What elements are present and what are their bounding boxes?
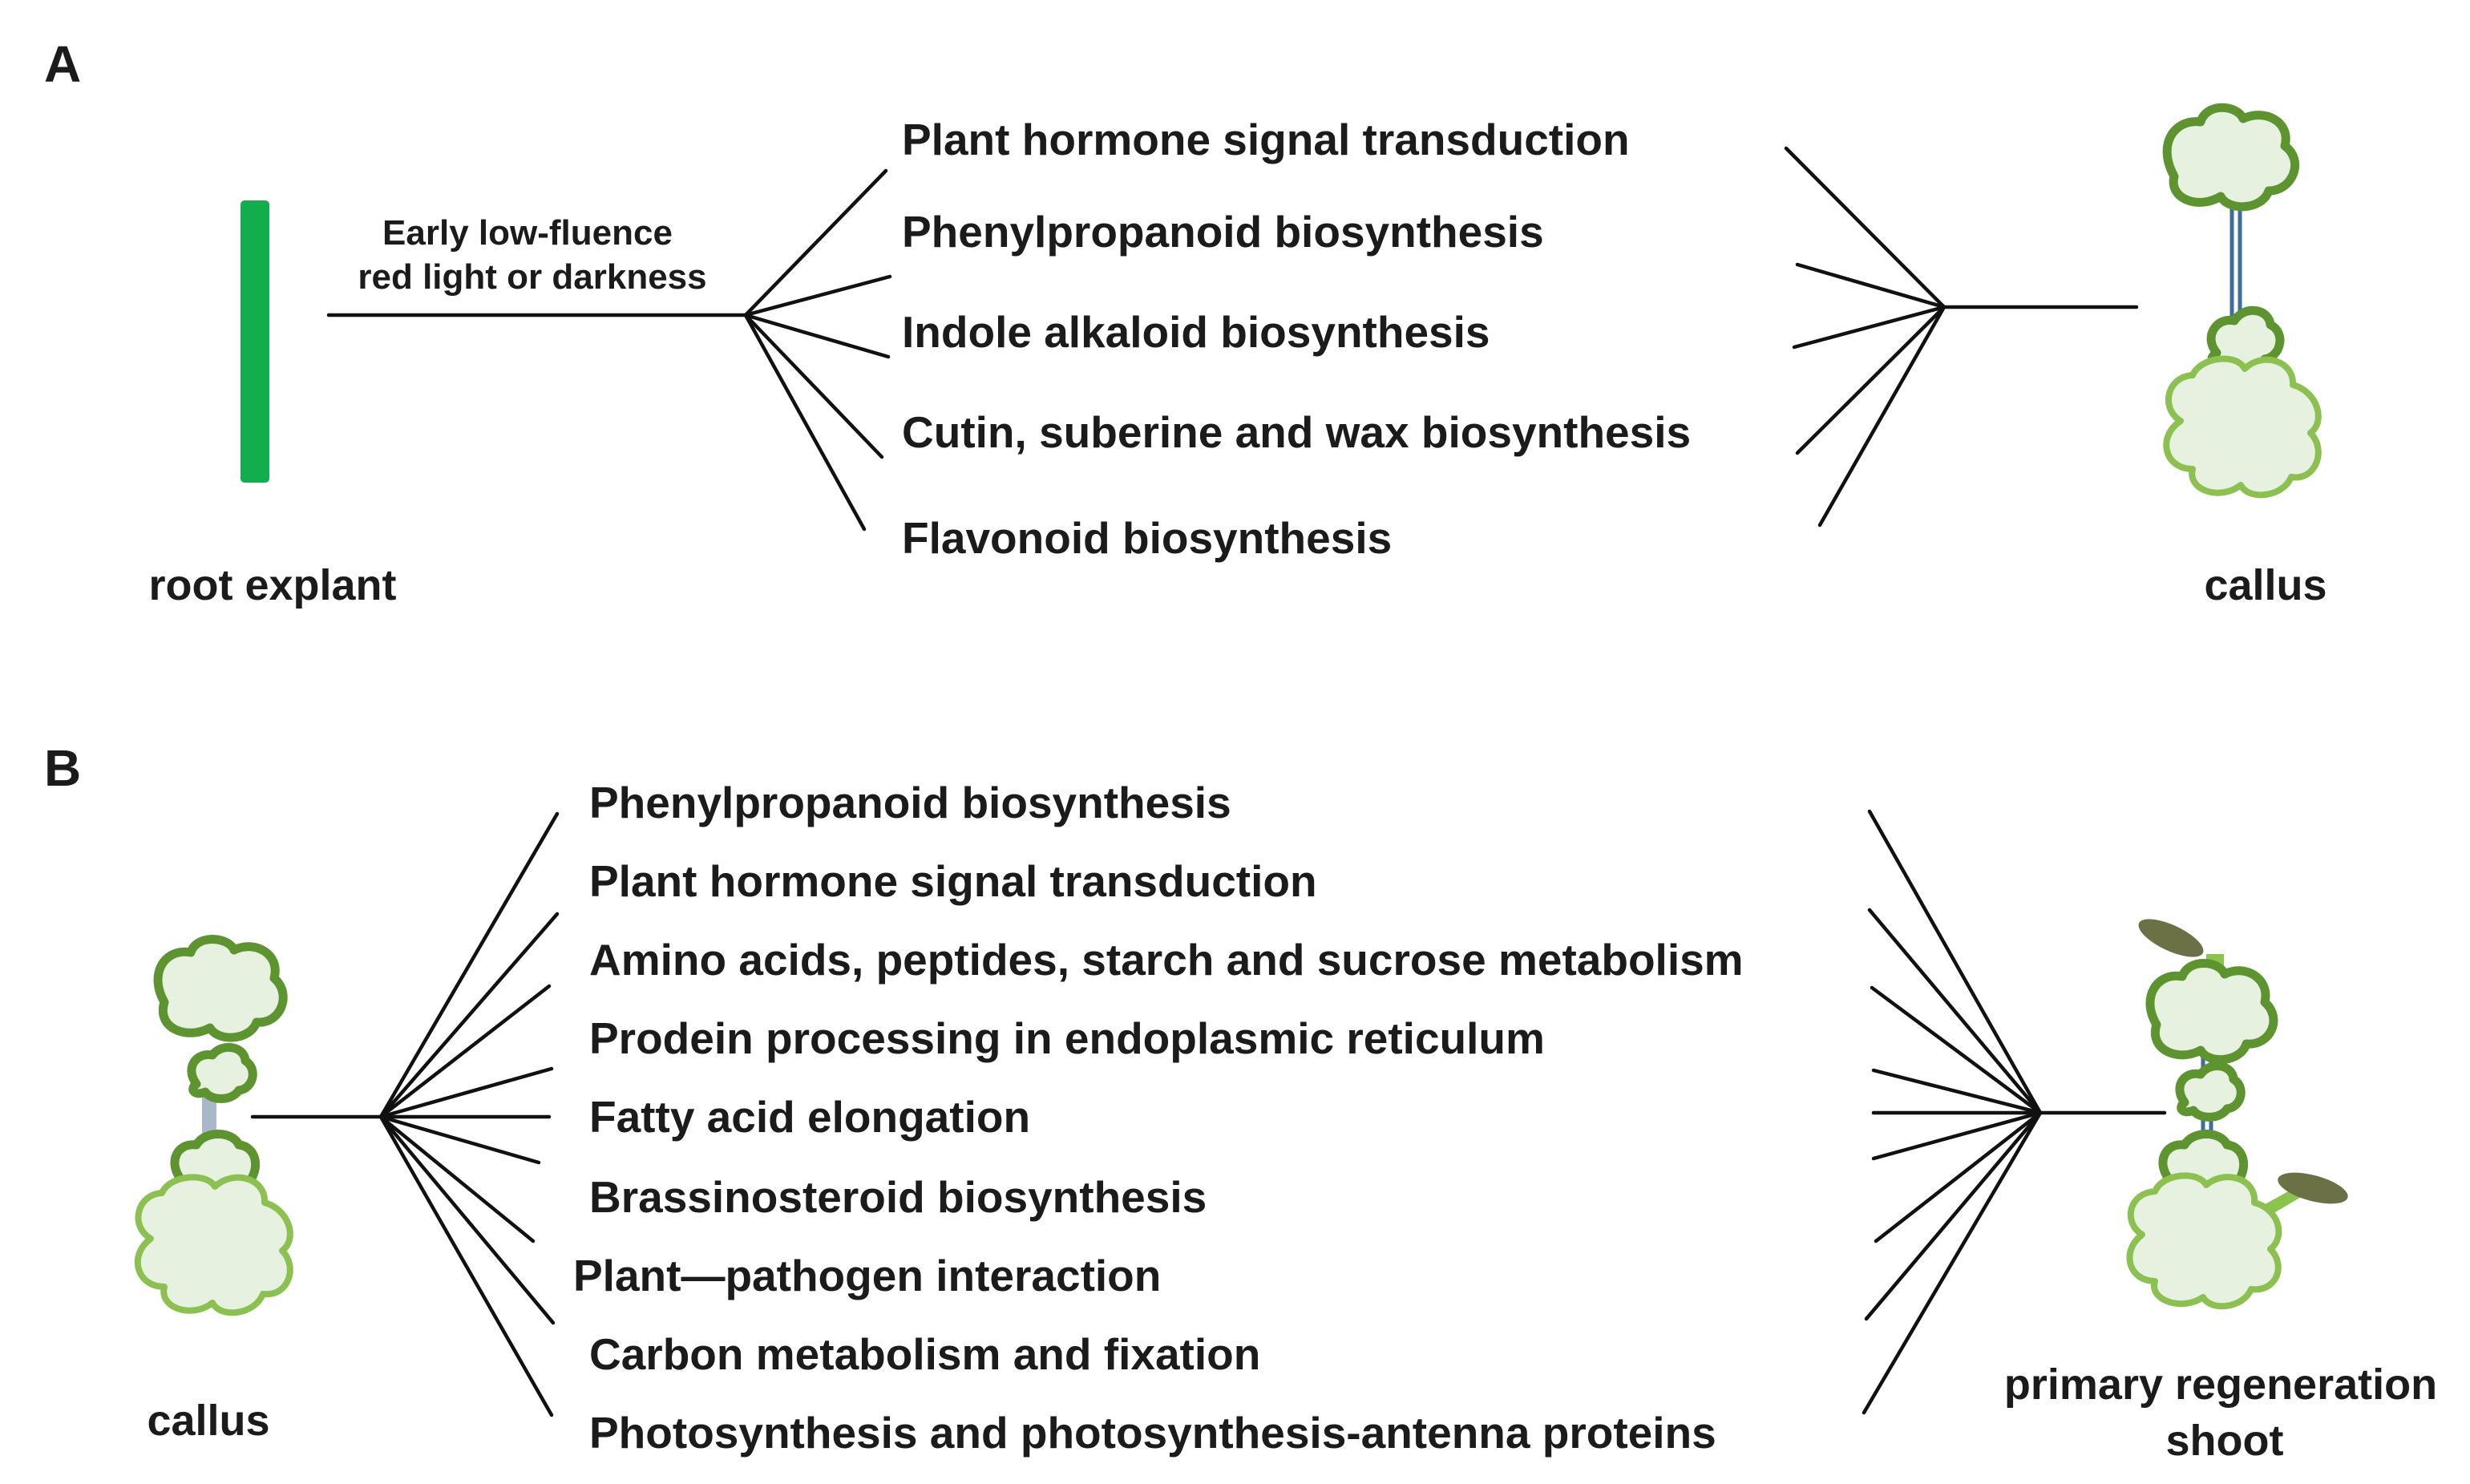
pathway-label: Cutin, suberine and wax biosynthesis (902, 407, 1691, 457)
pathway-label: Indole alkaloid biosynthesis (902, 307, 1490, 357)
fan-ray (1792, 305, 1946, 350)
panel-a-left-fan (743, 168, 892, 532)
pathway-label: Plant hormone signal transduction (589, 856, 1317, 906)
panel-a-right-fan (1784, 146, 2139, 528)
pathway-label: Phenylpropanoid biosynthesis (589, 778, 1231, 827)
fan-ray (1871, 1110, 2043, 1161)
fan-ray (1871, 1068, 2043, 1115)
pathway-label: Brassinosteroid biosynthesis (589, 1172, 1207, 1222)
fan-ray (378, 984, 552, 1119)
panel-b-label: B (44, 739, 81, 797)
panel-b-right-fan (1862, 809, 2167, 1415)
fan-ray (378, 811, 560, 1119)
fan-ray (743, 313, 867, 532)
shoot-label-line1: primary regeneration (2004, 1361, 2437, 1409)
panel-a: A root explant Early low-fluence red lig… (44, 35, 2327, 609)
panel-a-label: A (44, 35, 81, 93)
fan-ray (1795, 262, 1946, 309)
callus-illustration (2162, 103, 2322, 499)
root-explant-bar (241, 200, 269, 483)
callus-label-a: callus (2204, 561, 2326, 609)
pathway-label: Phenylpropanoid biosynthesis (902, 207, 1544, 257)
callus-illustration-b (134, 935, 293, 1316)
fan-ray (378, 912, 560, 1119)
fan-ray (1867, 809, 2043, 1115)
fan-ray (743, 313, 884, 459)
fan-ray (1870, 985, 2043, 1115)
fan-ray (378, 1114, 541, 1165)
pathway-label: Prodein processing in endoplasmic reticu… (589, 1013, 1545, 1063)
fan-ray (1795, 305, 1946, 455)
pathway-label: Plant hormone signal transduction (902, 115, 1630, 164)
shoot-label-line2: shoot (2166, 1417, 2284, 1465)
pathway-label: Fatty acid elongation (589, 1092, 1030, 1142)
condition-text-line1: Early low-fluence (382, 213, 673, 253)
fan-ray (1862, 1110, 2043, 1415)
fan-ray (1817, 305, 1946, 528)
fan-ray (743, 313, 891, 359)
fan-ray (378, 1114, 554, 1417)
pathway-label: Photosynthesis and photosynthesis-antenn… (589, 1408, 1716, 1458)
pathway-label: Plant—pathogen interaction (573, 1251, 1161, 1300)
fan-ray (378, 1114, 536, 1243)
pathway-label: Flavonoid biosynthesis (902, 513, 1392, 563)
condition-text-line2: red light or darkness (358, 257, 706, 297)
shoot-illustration (2126, 919, 2348, 1310)
fan-ray (1867, 908, 2043, 1115)
fan-ray (378, 1066, 554, 1119)
fan-ray (743, 168, 888, 317)
fan-ray (1864, 1110, 2043, 1321)
pathway-label: Carbon metabolism and fixation (589, 1329, 1260, 1379)
leaf-icon (2138, 919, 2204, 957)
leaf-icon (2278, 1172, 2348, 1204)
fan-ray (743, 274, 892, 317)
fan-ray (378, 1114, 556, 1325)
root-explant-label: root explant (148, 561, 396, 609)
callus-label-b: callus (147, 1397, 269, 1445)
pathway-label: Amino acids, peptides, starch and sucros… (589, 935, 1744, 985)
panel-b-left-fan (378, 811, 560, 1417)
fan-ray (1784, 146, 1946, 309)
fan-ray (1874, 1110, 2043, 1243)
panel-b: B callus Phenylpropanoid biosynthesis Pl… (44, 739, 2437, 1465)
